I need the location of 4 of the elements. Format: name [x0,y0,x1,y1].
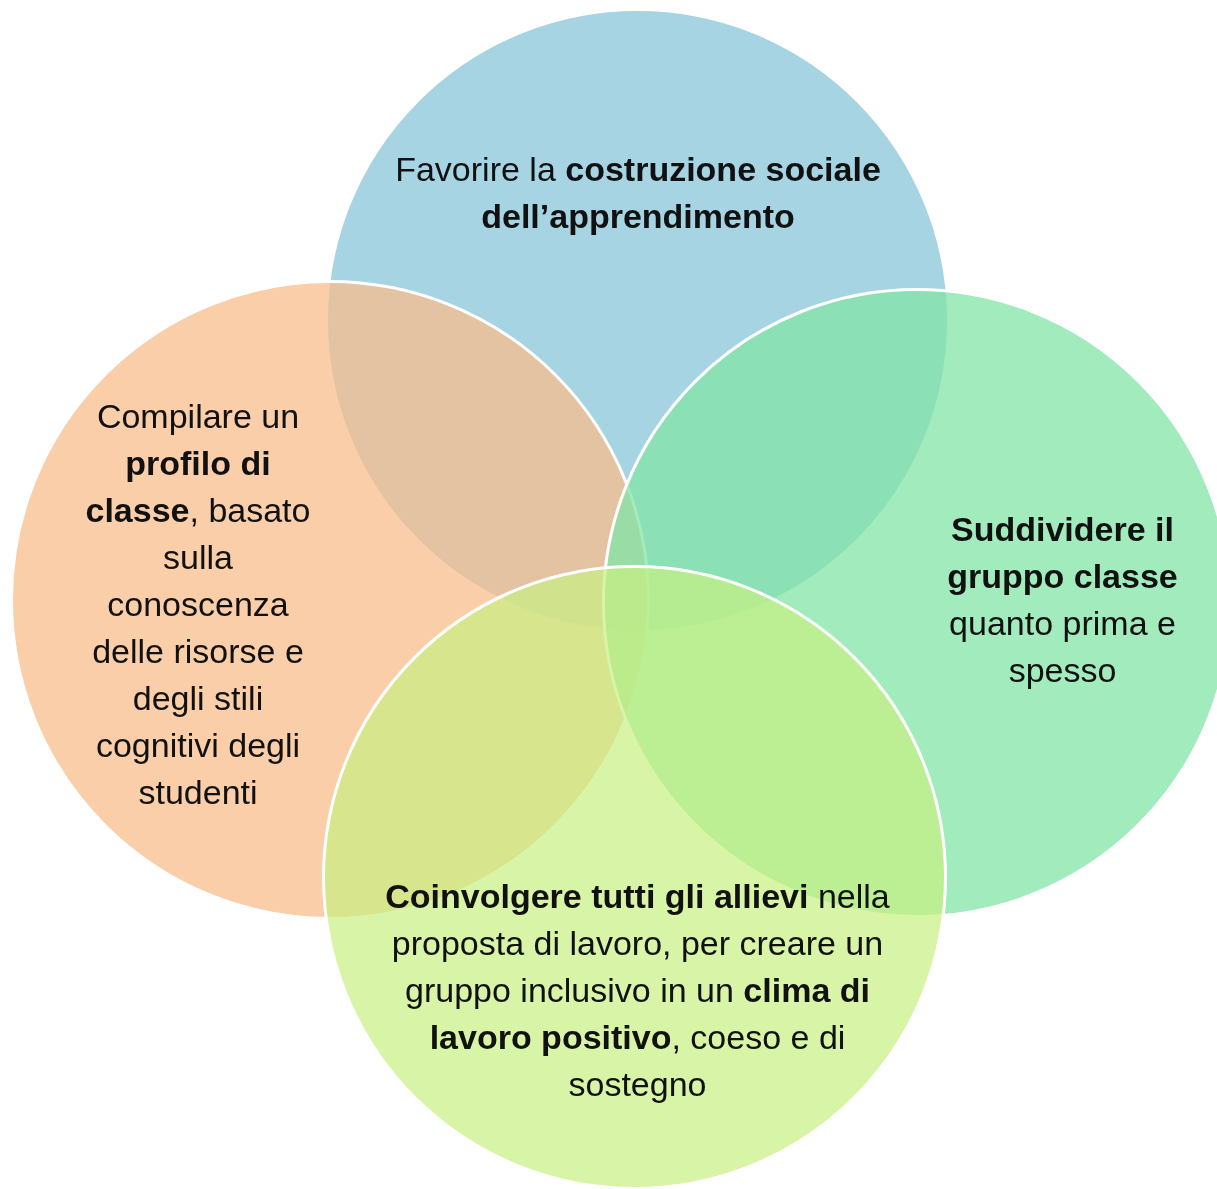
circle-text: Compilare un profilo di classe, basato sulla conoscenza delle risorse e degli stili cognitivi degli studenti [84,396,312,813]
circle-text: Coinvolgere tutti gli allievi nella proposta di lavoro, per creare un gruppo inclusivo in un clima di lavoro positivo, coeso e di sostegno [384,876,891,1105]
circle-text: Favorire la costruzione sociale dell’apprendimento [394,149,882,237]
circle-text: Suddividere il gruppo classe quanto prima e spesso [946,509,1179,691]
